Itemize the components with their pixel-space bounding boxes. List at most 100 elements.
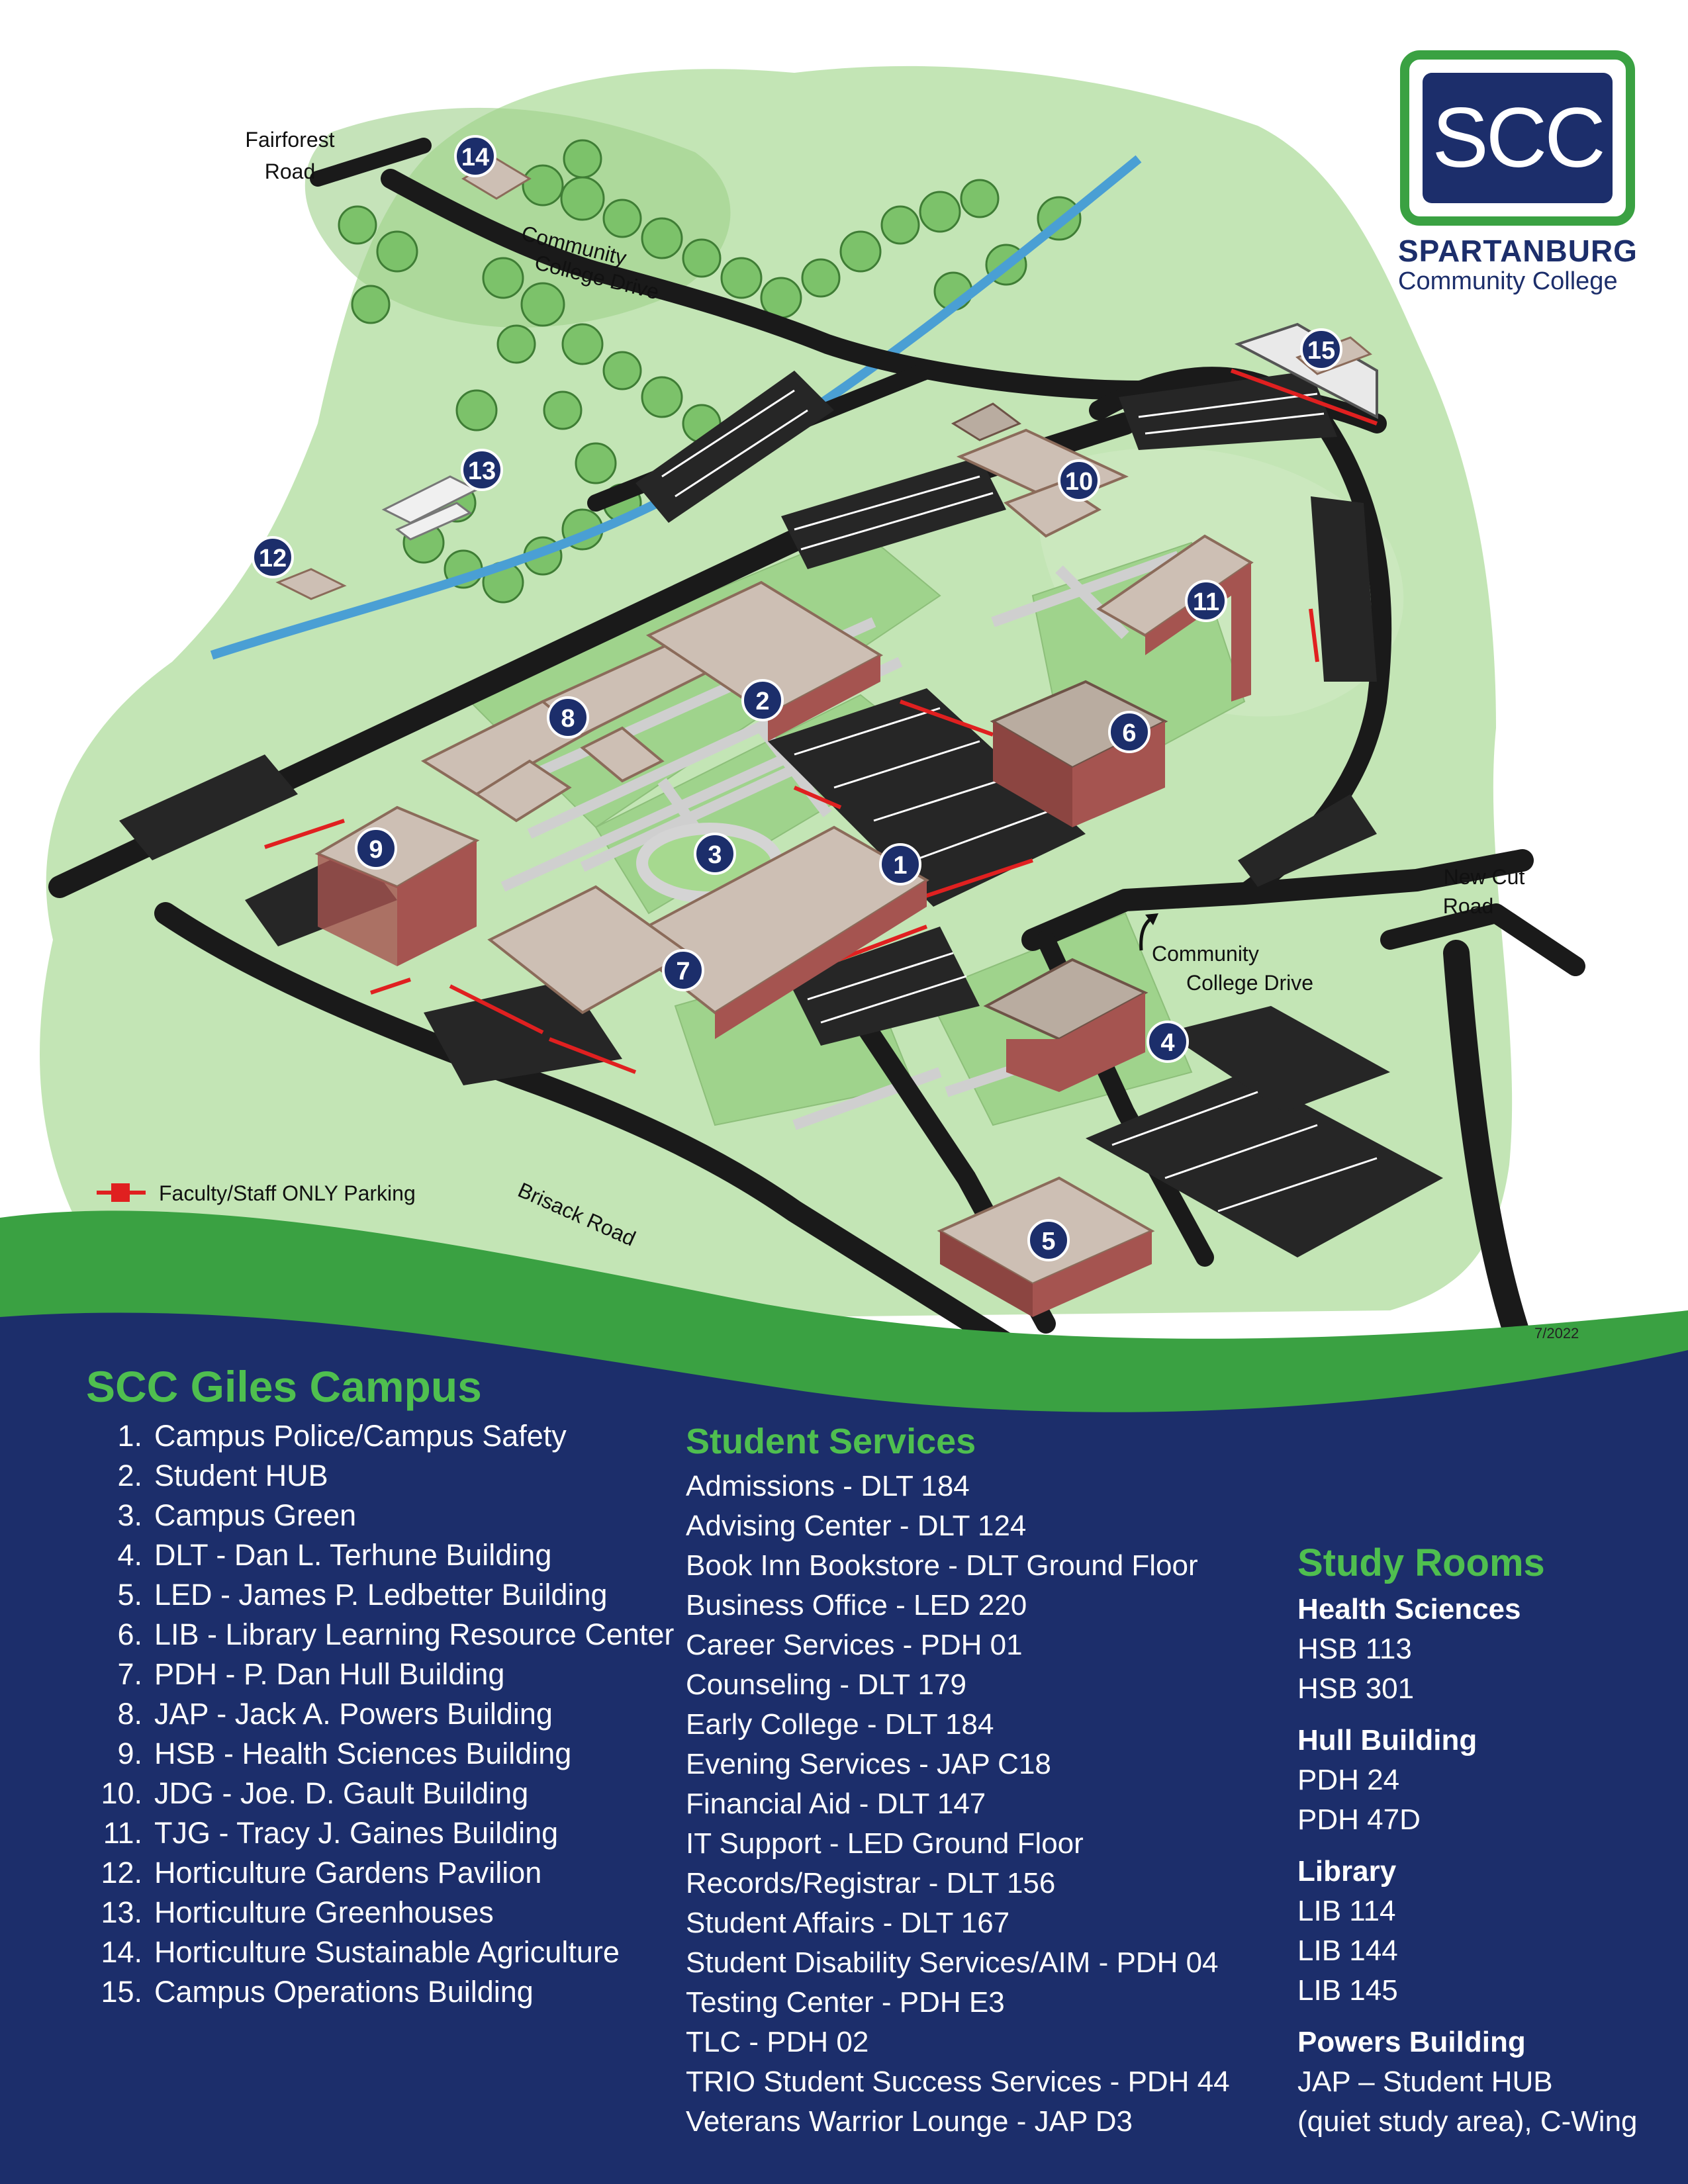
building-label: Horticulture Sustainable Agriculture: [154, 1935, 620, 1969]
logo-text: SCC: [1423, 73, 1613, 203]
building-list-item: 11.TJG - Tracy J. Gaines Building: [86, 1813, 682, 1853]
study-room: PDH 24: [1297, 1764, 1400, 1796]
study-room: PDH 47D: [1297, 1803, 1421, 1836]
building-list-item: 6. LIB - Library Learning Resource Center: [86, 1615, 682, 1655]
staff-parking-legend-label: Faculty/Staff ONLY Parking: [159, 1181, 416, 1205]
marker-6-label: 6: [1122, 719, 1136, 747]
building-list-item: 9.HSB - Health Sciences Building: [86, 1734, 682, 1774]
building-label: JAP - Jack A. Powers Building: [154, 1697, 553, 1731]
student-service-item: TLC - PDH 02: [686, 2026, 869, 2058]
map-date: 7/2022: [1534, 1325, 1579, 1342]
community-college-drive-east-label-2: College Drive: [1186, 971, 1313, 995]
marker-15-label: 15: [1307, 337, 1335, 365]
building-label: PDH - P. Dan Hull Building: [154, 1657, 505, 1691]
building-label: JDG - Joe. D. Gault Building: [154, 1776, 529, 1810]
student-service-item: Records/Registrar - DLT 156: [686, 1867, 1056, 1899]
study-room: HSB 301: [1297, 1672, 1415, 1705]
building-label: DLT - Dan L. Terhune Building: [154, 1538, 552, 1572]
new-cut-road-label-2: Road: [1443, 894, 1494, 918]
student-service-item: Early College - DLT 184: [686, 1708, 994, 1741]
building-markers: 1 2 3 4 5 6 7 8 9 10 11 12 13 1: [252, 135, 1342, 1261]
marker-11-label: 11: [1193, 588, 1219, 616]
student-service-item: Admissions - DLT 184: [686, 1470, 970, 1502]
student-service-item: Advising Center - DLT 124: [686, 1510, 1027, 1542]
building-list-item: 12. Horticulture Gardens Pavilion: [86, 1853, 682, 1893]
building-list-item: 5.LED - James P. Ledbetter Building: [86, 1575, 682, 1615]
study-room: LIB 114: [1297, 1895, 1396, 1927]
marker-9: [355, 827, 397, 870]
building-number: 14.: [101, 1935, 142, 1969]
fairforest-road-label-2: Road: [265, 159, 316, 183]
building-list-item: 1.Campus Police/Campus Safety: [86, 1416, 682, 1456]
arrow-head-icon: [1145, 913, 1158, 925]
building-number: 12.: [101, 1856, 142, 1889]
study-room: LIB 145: [1297, 1974, 1398, 2007]
building-list-item: 14. Horticulture Sustainable Agriculture: [86, 1933, 682, 1972]
marker-2-label: 2: [755, 688, 769, 715]
student-service-item: Career Services - PDH 01: [686, 1629, 1023, 1661]
building-label: Horticulture Gardens Pavilion: [154, 1856, 542, 1889]
marker-14-label: 14: [461, 144, 489, 171]
marker-3-label: 3: [708, 841, 722, 869]
student-service-item: Veterans Warrior Lounge - JAP D3: [686, 2105, 1133, 2138]
student-service-item: Evening Services - JAP C18: [686, 1748, 1051, 1780]
building-number: 6.: [117, 1617, 142, 1651]
student-service-item: Financial Aid - DLT 147: [686, 1788, 986, 1820]
marker-3: [694, 833, 736, 875]
marker-13-label: 13: [468, 457, 496, 485]
marker-10-label: 10: [1065, 468, 1093, 496]
study-room: (quiet study area), C-Wing: [1297, 2105, 1638, 2138]
marker-14: [454, 135, 496, 177]
building-list-item: 10. JDG - Joe. D. Gault Building: [86, 1774, 682, 1813]
building-label: LIB - Library Learning Resource Center: [154, 1617, 675, 1651]
building-list-item: 3.Campus Green: [86, 1496, 682, 1535]
marker-11: [1185, 580, 1227, 622]
student-service-item: Testing Center - PDH E3: [686, 1986, 1005, 2019]
building-number: 4.: [117, 1538, 142, 1572]
marker-8: [547, 696, 589, 739]
logo-frame: SCC: [1400, 50, 1635, 226]
building-number: 7.: [117, 1657, 142, 1691]
fairforest-road-label-1: Fairforest: [245, 128, 334, 152]
study-rooms-title: Study Rooms: [1297, 1541, 1545, 1584]
new-cut-road-label-1: New Cut: [1444, 865, 1525, 889]
marker-12: [252, 536, 294, 578]
college-subtitle: Community College: [1398, 267, 1618, 295]
building-label: Campus Operations Building: [154, 1975, 534, 2009]
building-label: Horticulture Greenhouses: [154, 1895, 494, 1929]
building-label: TJG - Tracy J. Gaines Building: [154, 1816, 559, 1850]
marker-8-label: 8: [561, 705, 575, 733]
marker-5-label: 5: [1041, 1228, 1055, 1255]
marker-4-label: 4: [1160, 1029, 1174, 1057]
building-label: Campus Green: [154, 1498, 357, 1532]
campus-title: SCC Giles Campus: [86, 1362, 482, 1411]
marker-4: [1147, 1021, 1189, 1063]
building-number: 15.: [101, 1975, 142, 2009]
building-list-item: 2.Student HUB: [86, 1456, 682, 1496]
building-list-item: 8. JAP - Jack A. Powers Building: [86, 1694, 682, 1734]
building-label: Student HUB: [154, 1459, 328, 1492]
building-number: 10.: [101, 1776, 142, 1810]
navy-panel: [0, 1312, 1688, 2184]
building-number: 8.: [117, 1697, 142, 1731]
marker-9-label: 9: [369, 836, 383, 864]
study-room-group-title: Library: [1297, 1855, 1397, 1888]
marker-5: [1027, 1219, 1070, 1261]
staff-parking-legend-icon: [111, 1183, 130, 1202]
study-room-group-title: Health Sciences: [1297, 1593, 1521, 1625]
building-number: 13.: [101, 1895, 142, 1929]
campus-legend: SCC Giles Campus 1.Campus Police/Campus …: [86, 1357, 682, 2012]
building-list-item: 15. Campus Operations Building: [86, 1972, 682, 2012]
building-number: 5.: [117, 1578, 142, 1612]
study-room-group-title: Hull Building: [1297, 1724, 1477, 1756]
student-service-item: IT Support - LED Ground Floor: [686, 1827, 1084, 1860]
building-list-item: 13. Horticulture Greenhouses: [86, 1893, 682, 1933]
building-label: Campus Police/Campus Safety: [154, 1419, 567, 1453]
study-room: LIB 144: [1297, 1934, 1398, 1967]
